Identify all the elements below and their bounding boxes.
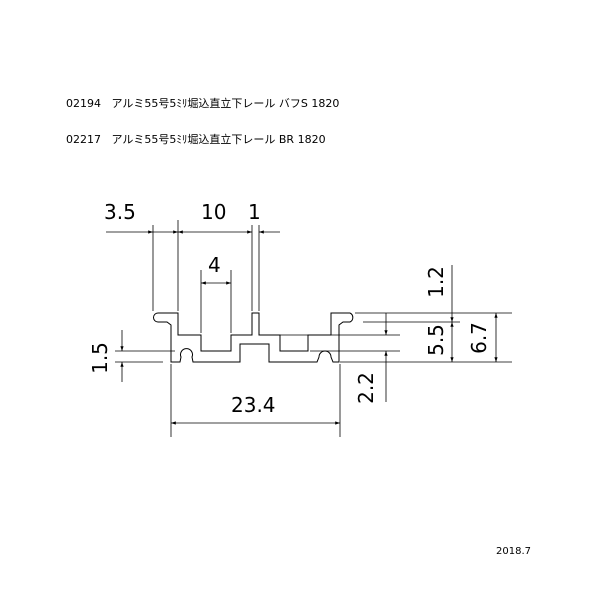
- dim-6-7: 6.7: [466, 322, 491, 354]
- product-line-2: 02217 アルミ55号5ﾐﾘ堀込直立下レール BR 1820: [66, 131, 326, 147]
- drawing-date: 2018.7: [496, 546, 531, 557]
- dim-4: 4: [208, 253, 221, 277]
- dim-1-5: 1.5: [87, 342, 112, 374]
- rail-profile: [153, 312, 354, 363]
- dim-3-5: 3.5: [104, 200, 136, 224]
- dim-10: 10: [201, 200, 227, 224]
- dim-1: 1: [248, 200, 261, 224]
- dim-5-5: 5.5: [423, 324, 448, 356]
- dim-2-2: 2.2: [353, 372, 378, 404]
- dim-1-2: 1.2: [423, 266, 448, 298]
- product-name: アルミ55号5ﾐﾘ堀込直立下レール バフS 1820: [111, 97, 340, 110]
- product-code: 02217: [66, 133, 101, 146]
- dim-23-4: 23.4: [231, 393, 276, 417]
- product-line-1: 02194 アルミ55号5ﾐﾘ堀込直立下レール バフS 1820: [66, 95, 339, 111]
- dimension-lines: [106, 220, 512, 437]
- product-code: 02194: [66, 97, 101, 110]
- product-name: アルミ55号5ﾐﾘ堀込直立下レール BR 1820: [111, 133, 326, 146]
